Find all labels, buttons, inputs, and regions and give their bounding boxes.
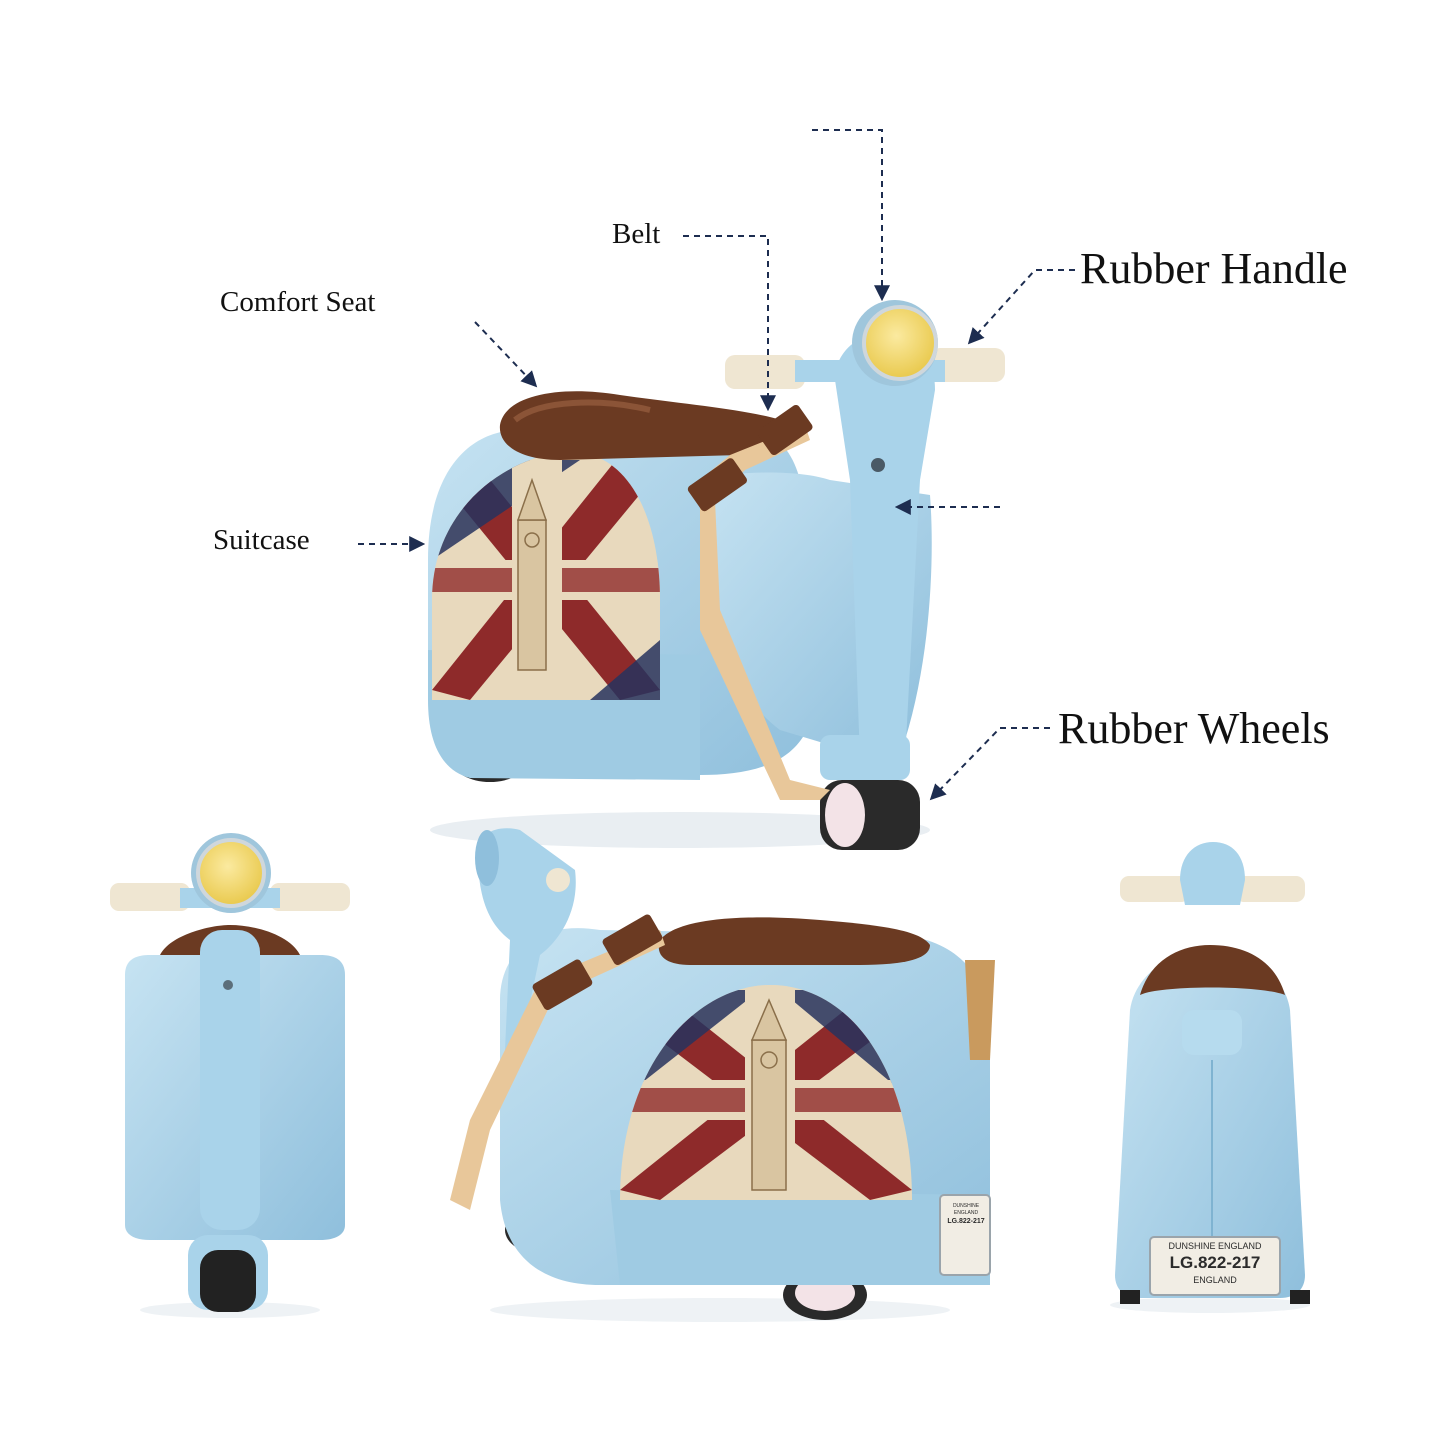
- rear-plate-line2: ENGLAND: [1193, 1275, 1237, 1285]
- suitcase-label: Suitcase: [213, 524, 310, 556]
- leader-lines: [358, 129, 1075, 801]
- side-view-scooter: [450, 828, 995, 1322]
- rear-plate-number: LG.822-217: [1169, 1253, 1261, 1272]
- belt-label: Belt: [612, 218, 661, 250]
- rear-view-scooter: [1110, 842, 1310, 1313]
- comfort-seat-label: Comfort Seat: [220, 286, 376, 318]
- side-license-plate: DUNSHINE ENGLAND LG.822-217: [946, 1203, 986, 1269]
- front-view-scooter: [110, 833, 350, 1318]
- rear-plate-line1: DUNSHINE ENGLAND: [1168, 1241, 1262, 1251]
- rubber-wheels-label: Rubber Wheels: [1058, 704, 1330, 753]
- wheel-icon: [820, 780, 920, 850]
- rubber-handle-label: Rubber Handle: [1080, 244, 1348, 293]
- side-plate-line1: DUNSHINE ENGLAND: [952, 1203, 980, 1216]
- main-scooter: [428, 300, 1005, 850]
- wheel-icon: [188, 1235, 268, 1312]
- headlamp-icon: [191, 833, 271, 913]
- headlamp-icon: [852, 300, 938, 386]
- rear-license-plate: DUNSHINE ENGLAND LG.822-217 ENGLAND: [1154, 1240, 1276, 1292]
- side-plate-number: LG.822-217: [947, 1218, 985, 1225]
